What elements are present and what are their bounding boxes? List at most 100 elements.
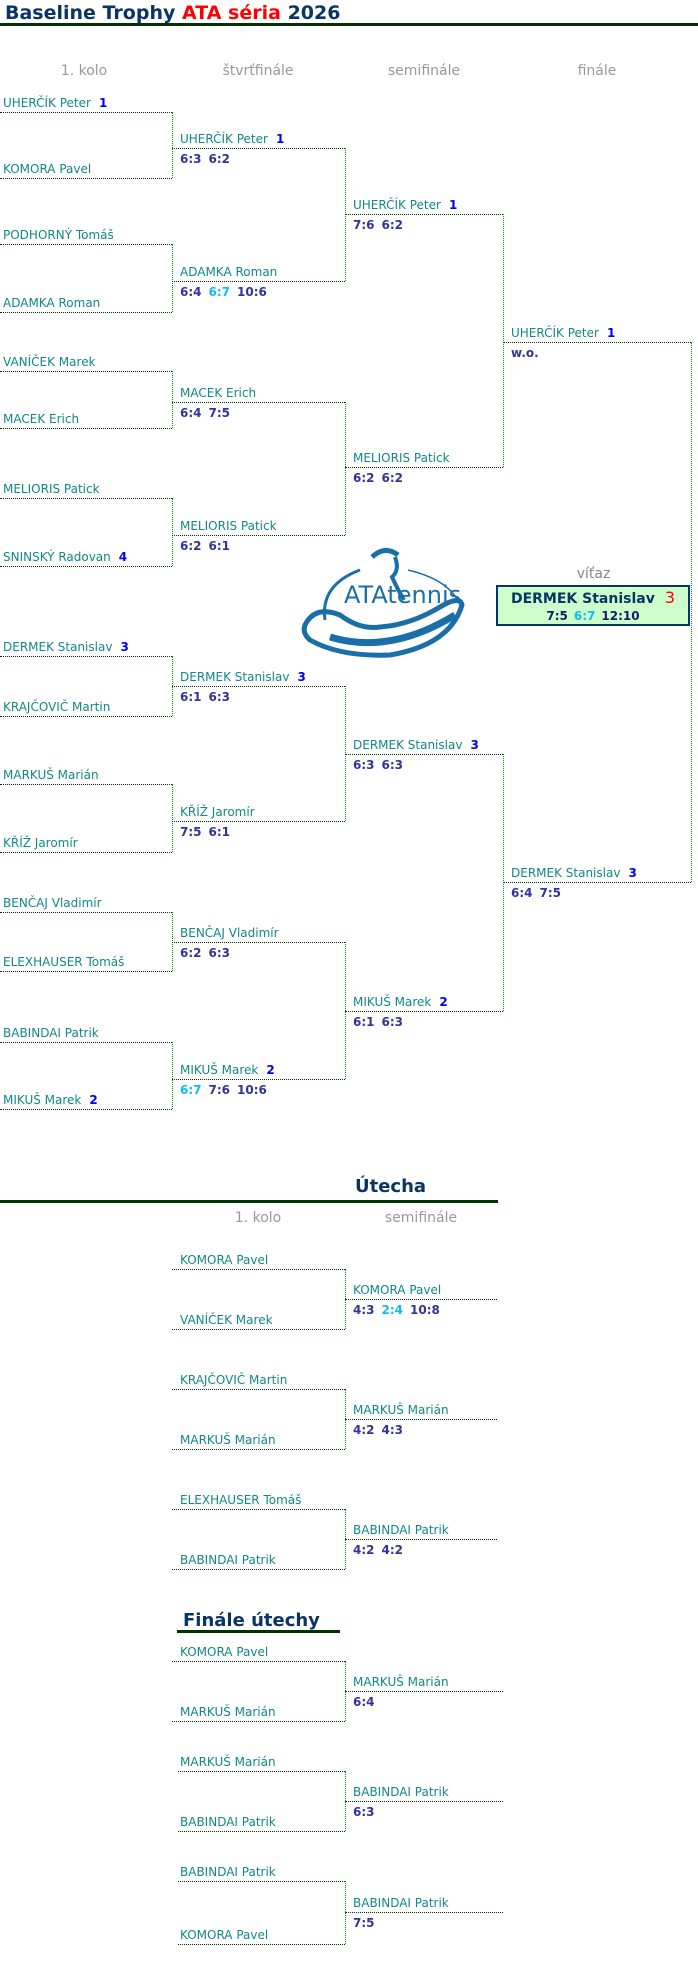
player-slot[interactable]: KOMORA Pavel bbox=[180, 1645, 268, 1659]
player-slot[interactable]: MARKUŠ Marián bbox=[180, 1705, 276, 1719]
player-slot[interactable]: MARKUŠ Marián bbox=[353, 1403, 449, 1417]
player-slot[interactable]: KOMORA Pavel bbox=[3, 162, 91, 176]
player-name[interactable]: BABINDAI Patrik bbox=[353, 1785, 449, 1799]
player-slot[interactable]: BABINDAI Patrik bbox=[180, 1815, 276, 1829]
player-name[interactable]: MACEK Erich bbox=[3, 412, 80, 426]
player-slot[interactable]: PODHORNÝ Tomáš bbox=[3, 228, 114, 242]
player-name[interactable]: MARKUŠ Marián bbox=[353, 1403, 449, 1417]
player-name[interactable]: DERMEK Stanislav bbox=[511, 866, 621, 880]
player-slot[interactable]: KOMORA Pavel bbox=[353, 1283, 441, 1297]
player-name[interactable]: BABINDAI Patrik bbox=[180, 1815, 276, 1829]
player-name[interactable]: MARKUŠ Marián bbox=[180, 1705, 276, 1719]
player-name[interactable]: MACEK Erich bbox=[180, 386, 257, 400]
player-name[interactable]: BABINDAI Patrik bbox=[353, 1523, 449, 1537]
player-slot[interactable]: MELIORIS Patick bbox=[3, 482, 100, 496]
player-name[interactable]: PODHORNÝ Tomáš bbox=[3, 228, 114, 242]
player-name[interactable]: KOMORA Pavel bbox=[3, 162, 92, 176]
player-name[interactable]: MARKUŠ Marián bbox=[353, 1675, 449, 1689]
player-slot[interactable]: BABINDAI Patrik bbox=[180, 1553, 276, 1567]
player-name[interactable]: VANÍČEK Marek bbox=[3, 355, 96, 369]
player-slot[interactable]: ADAMKA Roman bbox=[3, 296, 100, 310]
player-slot[interactable]: MACEK Erich bbox=[3, 412, 79, 426]
player-slot[interactable]: BABINDAI Patrik bbox=[353, 1523, 449, 1537]
player-name[interactable]: ADAMKA Roman bbox=[180, 265, 278, 279]
player-slot[interactable]: ADAMKA Roman bbox=[180, 265, 277, 279]
player-name[interactable]: KOMORA Pavel bbox=[180, 1928, 269, 1942]
player-name[interactable]: DERMEK Stanislav bbox=[3, 640, 113, 654]
player-slot[interactable]: MACEK Erich bbox=[180, 386, 256, 400]
player-name[interactable]: KOMORA Pavel bbox=[353, 1283, 442, 1297]
player-slot[interactable]: KOMORA Pavel bbox=[180, 1253, 268, 1267]
bracket-line bbox=[345, 1299, 497, 1300]
player-slot[interactable]: MELIORIS Patick bbox=[180, 519, 277, 533]
player-slot[interactable]: BABINDAI Patrik bbox=[353, 1785, 449, 1799]
set-score: 4:2 bbox=[353, 1423, 375, 1437]
player-name[interactable]: MELIORIS Patick bbox=[353, 451, 450, 465]
player-name[interactable]: UHERČÍK Peter bbox=[511, 326, 599, 340]
player-name[interactable]: KOMORA Pavel bbox=[180, 1253, 269, 1267]
player-name[interactable]: MELIORIS Patick bbox=[180, 519, 277, 533]
player-name[interactable]: UHERČÍK Peter bbox=[353, 198, 441, 212]
player-slot[interactable]: BENČAJ Vladimír bbox=[180, 926, 279, 940]
set-score: 10:6 bbox=[237, 285, 267, 299]
winner-name[interactable]: DERMEK Stanislav bbox=[510, 591, 655, 607]
player-name[interactable]: MELIORIS Patick bbox=[3, 482, 100, 496]
player-slot[interactable]: BENČAJ Vladimír bbox=[3, 896, 102, 910]
player-name[interactable]: ELEXHAUSER Tomáš bbox=[3, 955, 125, 969]
player-slot[interactable]: ELEXHAUSER Tomáš bbox=[180, 1493, 301, 1507]
player-slot[interactable]: KŘÍŽ Jaromír bbox=[180, 805, 255, 819]
player-name[interactable]: KOMORA Pavel bbox=[180, 1645, 269, 1659]
player-slot[interactable]: MARKUŠ Marián bbox=[353, 1675, 449, 1689]
player-name[interactable]: BABINDAI Patrik bbox=[180, 1865, 276, 1879]
player-name[interactable]: BABINDAI Patrik bbox=[3, 1026, 99, 1040]
player-slot[interactable]: KŘÍŽ Jaromír bbox=[3, 836, 78, 850]
player-name[interactable]: MIKUŠ Marek bbox=[180, 1063, 259, 1077]
player-name[interactable]: UHERČÍK Peter bbox=[3, 96, 91, 110]
player-name[interactable]: ELEXHAUSER Tomáš bbox=[180, 1493, 302, 1507]
player-slot[interactable]: ELEXHAUSER Tomáš bbox=[3, 955, 124, 969]
player-name[interactable]: BENČAJ Vladimír bbox=[3, 896, 102, 910]
player-slot[interactable]: VANÍČEK Marek bbox=[3, 355, 96, 369]
player-name[interactable]: BABINDAI Patrik bbox=[353, 1896, 449, 1910]
player-slot[interactable]: MARKUŠ Marián bbox=[180, 1433, 276, 1447]
player-name[interactable]: SNINSKÝ Radovan bbox=[3, 550, 111, 564]
player-name[interactable]: KRAJČOVIČ Martin bbox=[180, 1373, 288, 1387]
player-name[interactable]: BABINDAI Patrik bbox=[180, 1553, 276, 1567]
player-slot[interactable]: MARKUŠ Marián bbox=[180, 1755, 276, 1769]
player-slot[interactable]: KRAJČOVIČ Martin bbox=[180, 1373, 287, 1387]
player-slot[interactable]: VANÍČEK Marek bbox=[180, 1313, 273, 1327]
player-slot[interactable]: BABINDAI Patrik bbox=[353, 1896, 449, 1910]
player-name[interactable]: VANÍČEK Marek bbox=[180, 1313, 273, 1327]
player-name[interactable]: DERMEK Stanislav bbox=[180, 670, 290, 684]
player-name[interactable]: KRAJČOVIČ Martin bbox=[3, 700, 111, 714]
player-name[interactable]: KŘÍŽ Jaromír bbox=[3, 836, 78, 850]
player-slot[interactable]: BABINDAI Patrik bbox=[180, 1865, 276, 1879]
player-name[interactable]: UHERČÍK Peter bbox=[180, 132, 268, 146]
player-slot[interactable]: BABINDAI Patrik bbox=[3, 1026, 99, 1040]
player-slot[interactable]: KOMORA Pavel bbox=[180, 1928, 268, 1942]
player-slot[interactable]: MARKUŠ Marián bbox=[3, 768, 99, 782]
player-name[interactable]: MARKUŠ Marián bbox=[180, 1755, 276, 1769]
player-slot[interactable]: KRAJČOVIČ Martin bbox=[3, 700, 110, 714]
player-name[interactable]: MARKUŠ Marián bbox=[180, 1433, 276, 1447]
player-name[interactable]: DERMEK Stanislav bbox=[353, 738, 463, 752]
player-name[interactable]: MIKUŠ Marek bbox=[353, 995, 432, 1009]
player-name[interactable]: KŘÍŽ Jaromír bbox=[180, 805, 255, 819]
player-name[interactable]: MIKUŠ Marek bbox=[3, 1093, 82, 1107]
player-name[interactable]: ADAMKA Roman bbox=[3, 296, 101, 310]
player-name[interactable]: MARKUŠ Marián bbox=[3, 768, 99, 782]
player-name[interactable]: BENČAJ Vladimír bbox=[180, 926, 279, 940]
player-slot[interactable]: MELIORIS Patick bbox=[353, 451, 450, 465]
